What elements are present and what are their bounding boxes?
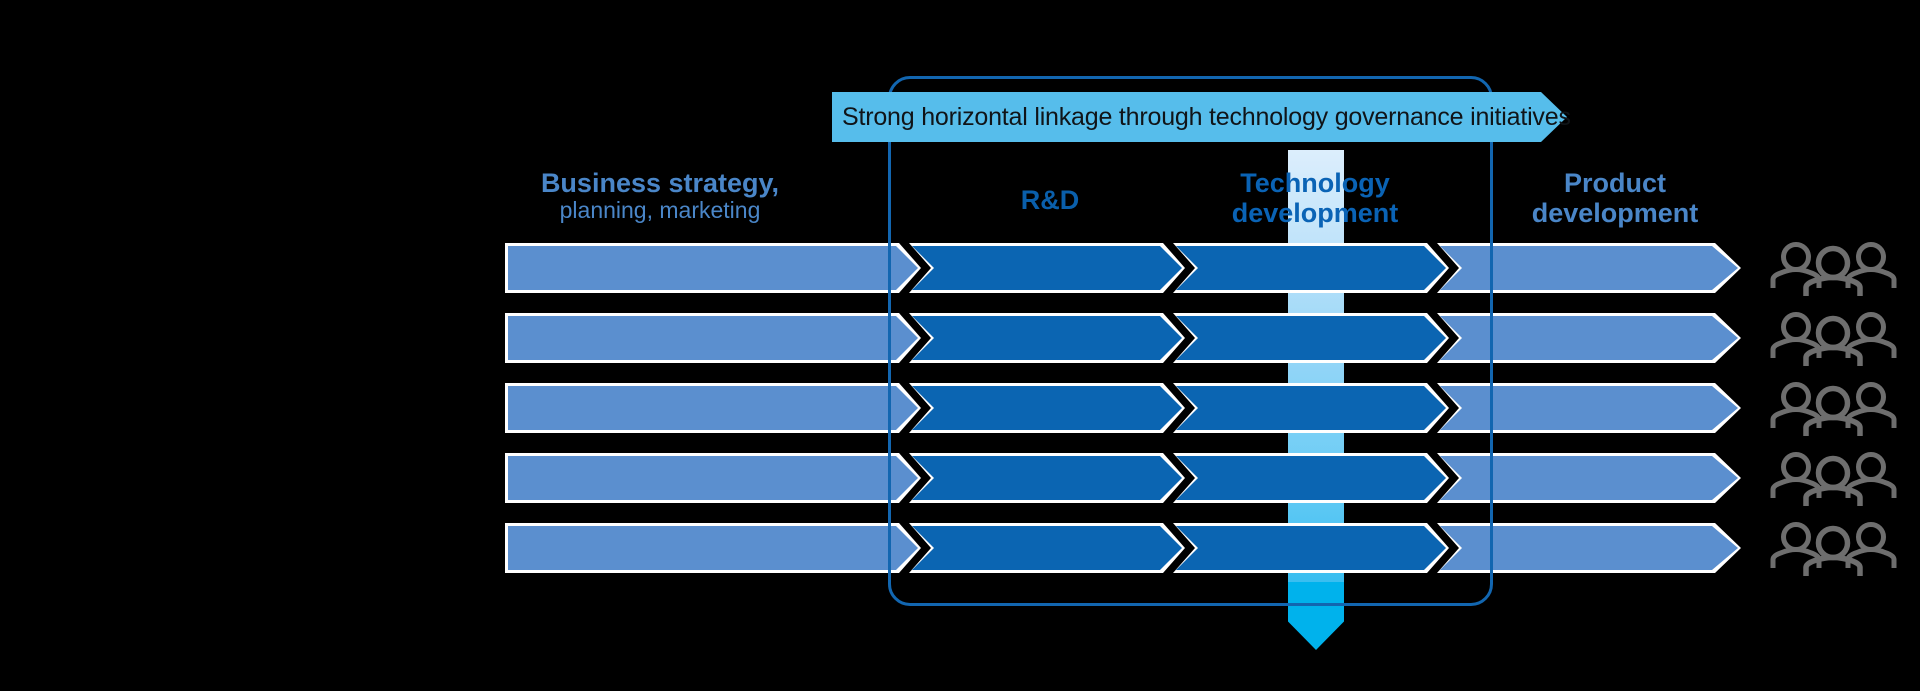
column-header-line2: development — [1231, 198, 1399, 229]
people-group-5 — [1768, 518, 1898, 576]
process-segment-rd[interactable] — [912, 316, 1182, 360]
people-group-3 — [1768, 378, 1898, 436]
process-segment-business-strategy[interactable] — [508, 246, 918, 290]
column-header-line2: development — [1531, 198, 1699, 229]
people-group-icon — [1770, 312, 1897, 366]
column-header-line1: Technology — [1240, 168, 1390, 198]
process-segment-product-development[interactable] — [1440, 246, 1738, 290]
process-segment-rd[interactable] — [912, 246, 1182, 290]
horizontal-linkage-banner: Strong horizontal linkage through techno… — [832, 92, 1571, 142]
column-header-line1: Business strategy, — [540, 168, 780, 198]
process-segment-rd[interactable] — [912, 386, 1182, 430]
technology-governance-scope-frame — [888, 76, 1493, 606]
people-group-2 — [1768, 308, 1898, 366]
process-row — [508, 316, 1738, 360]
process-segment-product-development[interactable] — [1440, 526, 1738, 570]
banner-label: Strong horizontal linkage through techno… — [842, 102, 1571, 131]
process-segment-rd[interactable] — [912, 456, 1182, 500]
banner-arrow-shape — [832, 92, 1567, 142]
process-row — [508, 526, 1738, 570]
process-segment-technology-development[interactable] — [1176, 456, 1446, 500]
people-group-icon — [1770, 522, 1897, 576]
column-header-line1: R&D — [1020, 185, 1080, 215]
column-header-line1: Product — [1563, 168, 1666, 198]
process-segment-business-strategy[interactable] — [508, 456, 918, 500]
process-segment-product-development[interactable] — [1440, 456, 1738, 500]
column-header-technology-development: Technology development — [1150, 168, 1480, 228]
people-group-icon — [1770, 452, 1897, 506]
process-segment-technology-development[interactable] — [1176, 316, 1446, 360]
process-row — [508, 386, 1738, 430]
process-segment-business-strategy[interactable] — [508, 386, 918, 430]
technology-development-flow-band — [1288, 150, 1344, 650]
column-header-product-development: Product development — [1440, 168, 1790, 228]
process-segment-business-strategy[interactable] — [508, 316, 918, 360]
process-row — [508, 246, 1738, 290]
column-header-business-strategy: Business strategy, planning, marketing — [450, 168, 870, 224]
column-header-rd: R&D — [900, 185, 1200, 215]
people-group-1 — [1768, 238, 1898, 296]
process-segment-product-development[interactable] — [1440, 386, 1738, 430]
column-header-line2: planning, marketing — [559, 197, 761, 224]
people-group-icon — [1770, 382, 1897, 436]
people-group-4 — [1768, 448, 1898, 506]
process-segment-technology-development[interactable] — [1176, 386, 1446, 430]
people-group-icon — [1770, 242, 1897, 296]
flow-band-body — [1288, 150, 1344, 590]
process-segment-technology-development[interactable] — [1176, 246, 1446, 290]
process-segment-rd[interactable] — [912, 526, 1182, 570]
process-segment-business-strategy[interactable] — [508, 526, 918, 570]
process-segment-product-development[interactable] — [1440, 316, 1738, 360]
process-segment-technology-development[interactable] — [1176, 526, 1446, 570]
process-row — [508, 456, 1738, 500]
